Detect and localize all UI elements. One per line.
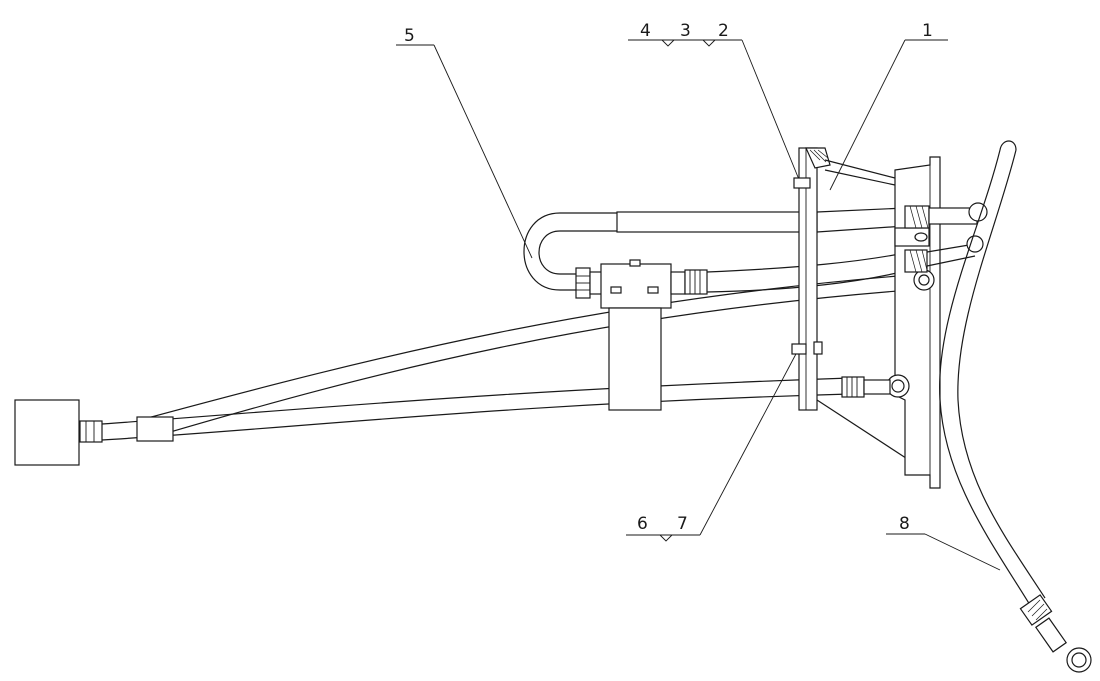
right-fittings [841,202,988,398]
valve-block [600,251,911,411]
lower-hoses [101,274,911,442]
left-block [14,399,103,466]
callout-6: 6 [637,514,648,534]
callout-5: 5 [404,26,415,46]
callout-7: 7 [677,514,688,534]
curved-hose-8 [939,140,1092,673]
callout-4: 4 [640,21,651,41]
callout-8: 8 [899,514,910,534]
right-housing [886,156,941,489]
callout-3: 3 [680,21,691,41]
callout-1: 1 [922,21,933,41]
mounting-plate [791,147,913,463]
loop-fittings [575,267,603,299]
callout-2: 2 [718,21,729,41]
callout-labels: 1 2 3 4 5 6 7 8 [404,21,933,534]
